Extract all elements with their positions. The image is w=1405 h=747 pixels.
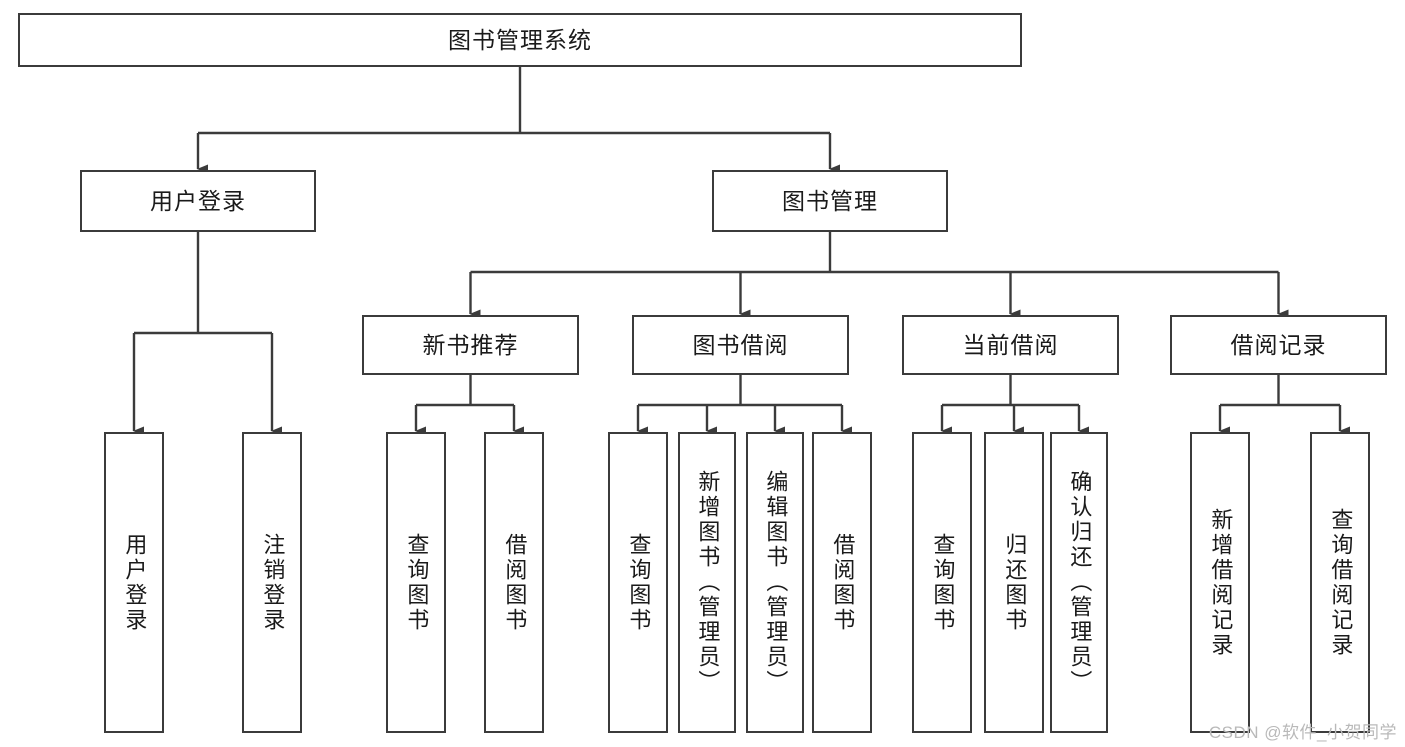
node-leaf-query-record[interactable]: 查询借阅记录 [1310, 432, 1370, 733]
node-leaf-confirm-return-label: 确认归还（管理员） [1067, 470, 1093, 695]
node-leaf-query-record-label: 查询借阅记录 [1328, 507, 1354, 658]
node-leaf-query-book-2[interactable]: 查询图书 [608, 432, 668, 733]
node-leaf-add-book[interactable]: 新增图书（管理员） [678, 432, 736, 733]
node-user-login[interactable]: 用户登录 [80, 170, 316, 232]
node-leaf-query-book-2-label: 查询图书 [626, 532, 652, 633]
node-leaf-user-login[interactable]: 用户登录 [104, 432, 164, 733]
node-leaf-user-login-label: 用户登录 [122, 532, 148, 633]
node-leaf-query-book-3-label: 查询图书 [930, 532, 956, 633]
node-leaf-add-record[interactable]: 新增借阅记录 [1190, 432, 1250, 733]
node-leaf-return-book-label: 归还图书 [1002, 532, 1028, 633]
node-leaf-confirm-return[interactable]: 确认归还（管理员） [1050, 432, 1108, 733]
node-user-login-label: 用户登录 [150, 187, 246, 214]
node-current-borrow[interactable]: 当前借阅 [902, 315, 1119, 375]
node-leaf-edit-book-label: 编辑图书（管理员） [763, 470, 789, 695]
node-leaf-borrow-book-2[interactable]: 借阅图书 [812, 432, 872, 733]
node-leaf-edit-book[interactable]: 编辑图书（管理员） [746, 432, 804, 733]
node-leaf-add-book-label: 新增图书（管理员） [695, 470, 721, 695]
node-leaf-logout[interactable]: 注销登录 [242, 432, 302, 733]
node-leaf-return-book[interactable]: 归还图书 [984, 432, 1044, 733]
node-leaf-query-book-1-label: 查询图书 [404, 532, 430, 633]
node-leaf-borrow-book-1-label: 借阅图书 [502, 532, 528, 633]
node-borrow-record[interactable]: 借阅记录 [1170, 315, 1387, 375]
node-root[interactable]: 图书管理系统 [18, 13, 1022, 67]
node-book-borrow-label: 图书借阅 [692, 331, 789, 358]
node-leaf-query-book-1[interactable]: 查询图书 [386, 432, 446, 733]
node-leaf-logout-label: 注销登录 [260, 532, 286, 633]
watermark-text: CSDN @软件_小贺同学 [1208, 723, 1397, 742]
node-leaf-query-book-3[interactable]: 查询图书 [912, 432, 972, 733]
node-borrow-record-label: 借阅记录 [1230, 331, 1327, 358]
node-root-label: 图书管理系统 [448, 26, 592, 53]
node-leaf-add-record-label: 新增借阅记录 [1208, 507, 1234, 658]
node-new-book-recommend[interactable]: 新书推荐 [362, 315, 579, 375]
node-book-manage-label: 图书管理 [782, 187, 878, 214]
node-new-book-recommend-label: 新书推荐 [422, 331, 519, 358]
node-leaf-borrow-book-1[interactable]: 借阅图书 [484, 432, 544, 733]
node-leaf-borrow-book-2-label: 借阅图书 [830, 532, 856, 633]
node-book-borrow[interactable]: 图书借阅 [632, 315, 849, 375]
node-book-manage[interactable]: 图书管理 [712, 170, 948, 232]
node-current-borrow-label: 当前借阅 [962, 331, 1059, 358]
